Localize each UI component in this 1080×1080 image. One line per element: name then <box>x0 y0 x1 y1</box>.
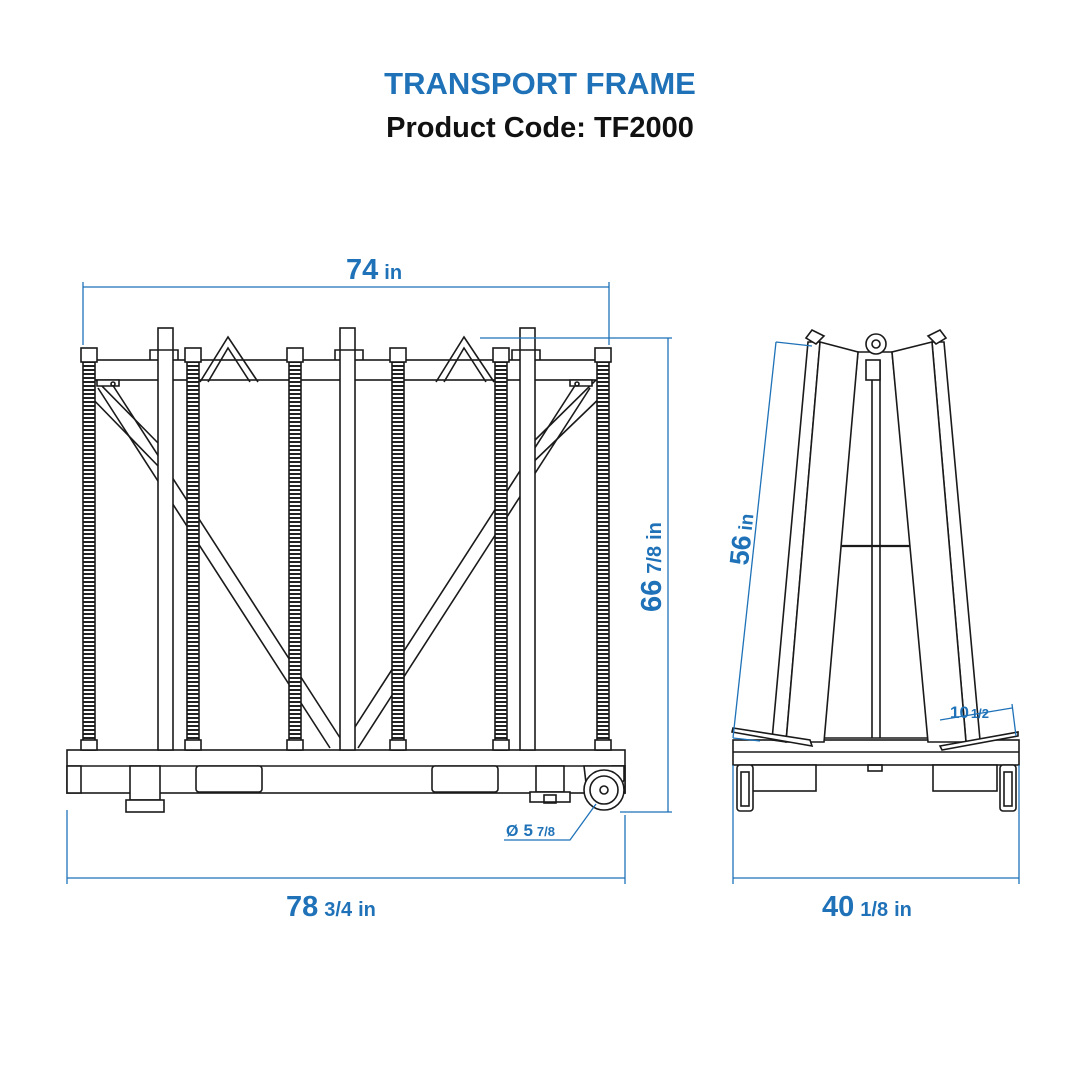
side-wheels <box>736 764 1017 812</box>
side-arm-left <box>731 328 859 748</box>
dim-overall-width-fraction: 3/4 <box>324 899 353 921</box>
dim-wheel-whole: 5 <box>523 821 532 840</box>
dim-height-whole: 66 <box>636 580 668 612</box>
dim-overall-depth-unit: in <box>894 899 912 921</box>
dim-top-width: 74 in <box>346 254 402 286</box>
dim-overall-depth-fraction: 1/8 <box>860 899 888 921</box>
dim-height: 66 7/8 in <box>636 522 668 612</box>
front-fork-pocket-right <box>431 765 499 793</box>
dim-height-fraction: 7/8 <box>644 546 666 574</box>
dim-top-width-value: 74 <box>346 254 378 286</box>
product-code: Product Code: TF2000 <box>386 112 694 144</box>
side-arm-right <box>891 328 1019 751</box>
dim-overall-width-unit: in <box>358 899 376 921</box>
dim-top-width-unit: in <box>384 262 402 284</box>
header: TRANSPORT FRAME Product Code: TF2000 <box>0 62 1080 150</box>
front-view <box>66 327 626 813</box>
front-foot-left <box>129 765 161 801</box>
front-post-right <box>519 327 536 751</box>
front-lifting-hooks <box>149 335 541 383</box>
side-fork-pocket-left <box>751 764 817 792</box>
diagram-title: TRANSPORT FRAME <box>384 66 696 101</box>
side-dimensions <box>732 341 1020 884</box>
side-view <box>731 328 1020 812</box>
side-fork-pocket-right <box>932 764 998 792</box>
front-padded-uprights <box>80 347 612 751</box>
front-post-left <box>157 327 174 751</box>
dim-wheel-symbol: Ø <box>506 823 518 840</box>
front-post-center <box>339 327 356 751</box>
front-dimensions <box>66 282 672 884</box>
dim-base-offset-whole: 10 <box>950 703 969 722</box>
front-caster-wheel <box>543 765 625 811</box>
dim-overall-depth: 40 1/8 in <box>822 891 912 923</box>
dim-arm-length-value: 56 <box>724 534 757 567</box>
dim-overall-width-whole: 78 <box>286 891 318 923</box>
dim-height-unit: in <box>644 522 666 540</box>
front-fork-pocket-left <box>195 765 263 793</box>
dim-base-offset-fraction: 1/2 <box>971 706 989 721</box>
dim-arm-length-unit: in <box>736 513 759 532</box>
dim-arm-length: 56 in <box>724 512 759 567</box>
dim-overall-depth-whole: 40 <box>822 891 854 923</box>
dim-wheel-fraction: 7/8 <box>537 824 555 839</box>
